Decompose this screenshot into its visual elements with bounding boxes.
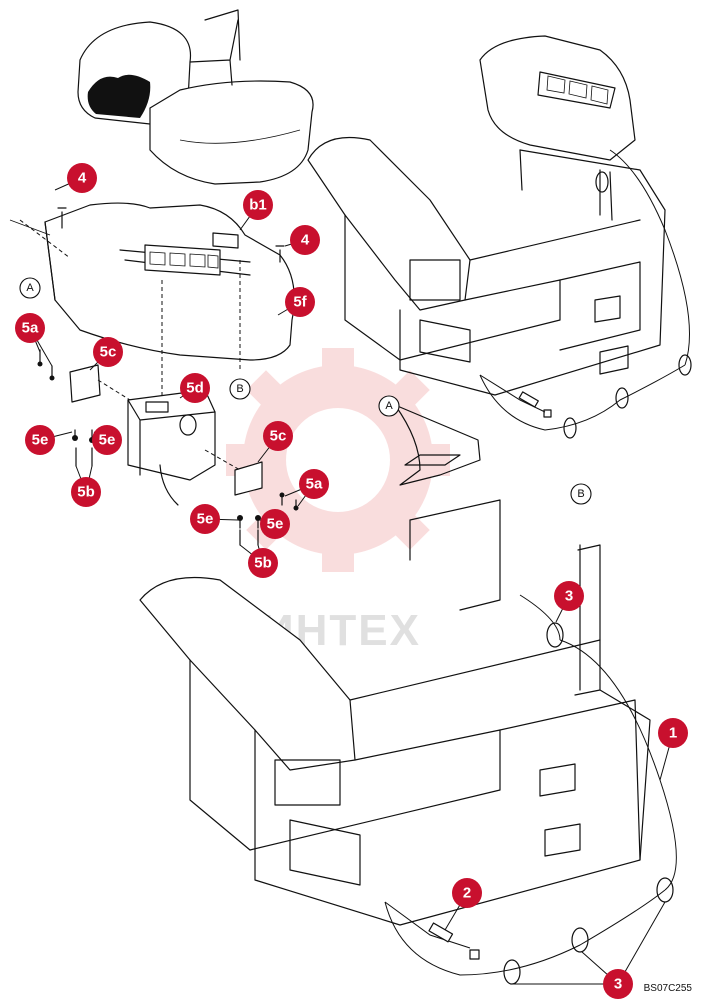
svg-text:2: 2 bbox=[463, 885, 471, 902]
svg-text:b1: b1 bbox=[249, 197, 267, 214]
svg-text:5b: 5b bbox=[77, 484, 95, 501]
callout-5f: 5f bbox=[285, 287, 315, 317]
svg-text:5e: 5e bbox=[197, 511, 214, 528]
reference-a-mid: A bbox=[378, 395, 400, 417]
svg-text:5e: 5e bbox=[267, 516, 284, 533]
svg-text:5c: 5c bbox=[100, 344, 117, 361]
callout-5c-left: 5c bbox=[93, 337, 123, 367]
callout-3-top: 3 bbox=[554, 581, 584, 611]
upper-chassis-drawing bbox=[307, 35, 692, 439]
svg-text:B: B bbox=[577, 488, 584, 500]
callout-5e-right-2: 5e bbox=[260, 509, 290, 539]
figure-code: BS07C255 bbox=[643, 983, 692, 994]
reference-b-top: B bbox=[229, 378, 251, 400]
module-assembly-drawing bbox=[37, 349, 299, 546]
callout-b1: b1 bbox=[243, 190, 273, 220]
svg-text:B: B bbox=[236, 383, 243, 395]
svg-text:3: 3 bbox=[614, 976, 622, 993]
reference-a-top: A bbox=[19, 277, 41, 299]
reference-b-mid: B bbox=[570, 483, 592, 505]
svg-text:5e: 5e bbox=[32, 432, 49, 449]
callout-4-top: 4 bbox=[67, 163, 97, 193]
svg-text:4: 4 bbox=[78, 170, 87, 187]
callout-5a-right: 5a bbox=[299, 469, 329, 499]
svg-text:5a: 5a bbox=[306, 476, 323, 493]
callout-5e-left-1: 5e bbox=[25, 425, 55, 455]
callout-4-right: 4 bbox=[290, 225, 320, 255]
svg-text:5a: 5a bbox=[22, 320, 39, 337]
svg-text:4: 4 bbox=[301, 232, 310, 249]
svg-text:A: A bbox=[385, 400, 393, 412]
svg-text:5e: 5e bbox=[99, 432, 116, 449]
callout-3-bottom: 3 bbox=[603, 969, 633, 999]
svg-text:5c: 5c bbox=[270, 428, 287, 445]
callout-5e-right-1: 5e bbox=[190, 504, 220, 534]
callout-5e-left-2: 5e bbox=[92, 425, 122, 455]
svg-text:5b: 5b bbox=[254, 555, 272, 572]
svg-text:3: 3 bbox=[565, 588, 573, 605]
callout-5b-right: 5b bbox=[248, 548, 278, 578]
callout-2: 2 bbox=[452, 878, 482, 908]
callout-5a-left: 5a bbox=[15, 313, 45, 343]
callout-5b-left: 5b bbox=[71, 477, 101, 507]
callout-5c-right: 5c bbox=[263, 421, 293, 451]
svg-text:5d: 5d bbox=[186, 380, 204, 397]
svg-text:1: 1 bbox=[669, 725, 677, 742]
left-console-drawing bbox=[9, 202, 295, 400]
seat-drawing bbox=[77, 9, 314, 185]
svg-text:5f: 5f bbox=[293, 294, 307, 311]
svg-text:A: A bbox=[26, 282, 34, 294]
callout-1: 1 bbox=[658, 718, 688, 748]
callout-5d: 5d bbox=[180, 373, 210, 403]
